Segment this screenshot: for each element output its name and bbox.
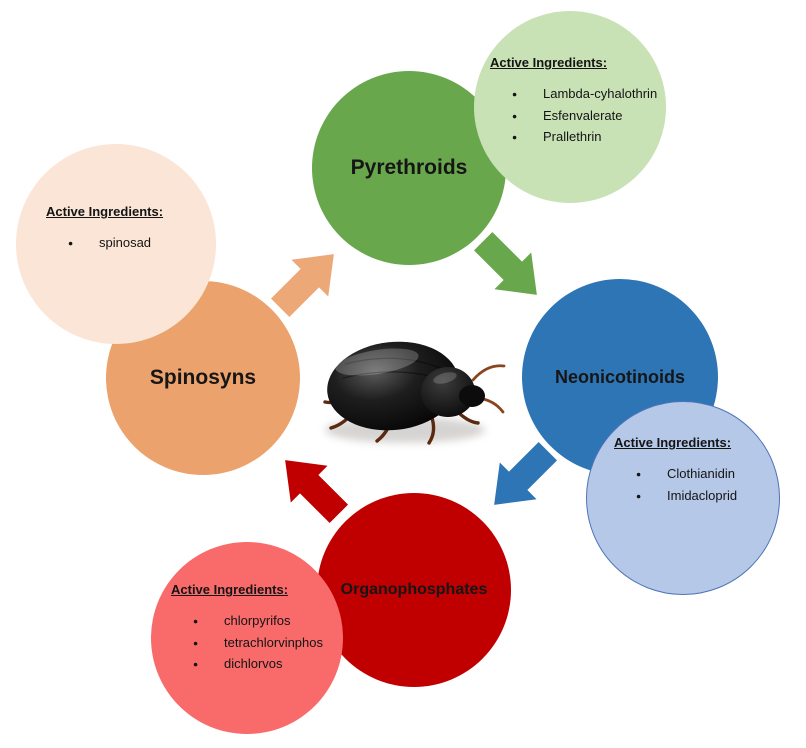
ingredient-item: chlorpyrifos <box>193 610 335 632</box>
arrow-pyrethroids-to-neonicotinoids-icon <box>465 223 556 314</box>
satellite-pyrethroids-ingredients: Active Ingredients: Lambda-cyhalothrin E… <box>474 11 666 203</box>
node-spinosyns-label: Spinosyns <box>149 366 257 389</box>
ingredient-item: spinosad <box>68 232 208 254</box>
ingredient-list: Lambda-cyhalothrin Esfenvalerate Prallet… <box>512 83 658 148</box>
ingredient-item: Lambda-cyhalothrin <box>512 83 658 105</box>
node-pyrethroids: Pyrethroids <box>312 71 506 265</box>
arrow-organophosphates-to-spinosyns-icon <box>267 442 358 533</box>
ingredient-item: Clothianidin <box>636 463 771 485</box>
ingredient-list: chlorpyrifos tetrachlorvinphos dichlorvo… <box>193 610 335 675</box>
satellite-neonicotinoids-ingredients: Active Ingredients: Clothianidin Imidacl… <box>586 401 780 595</box>
satellite-organophosphates-ingredients: Active Ingredients: chlorpyrifos tetrach… <box>151 542 343 734</box>
ingredient-list: Clothianidin Imidacloprid <box>636 463 771 507</box>
node-neonicotinoids-label: Neonicotinoids <box>555 366 685 387</box>
ingredient-item: tetrachlorvinphos <box>193 632 335 653</box>
ingredient-item: Prallethrin <box>512 126 658 148</box>
node-pyrethroids-label: Pyrethroids <box>350 156 468 179</box>
satellite-heading: Active Ingredients: <box>46 204 164 219</box>
node-organophosphates-label: Organophosphates <box>340 581 488 598</box>
ingredient-item: Imidacloprid <box>636 485 771 506</box>
beetle-image <box>305 312 510 454</box>
arrow-spinosyns-to-pyrethroids-icon <box>262 236 353 327</box>
satellite-heading: Active Ingredients: <box>614 435 732 450</box>
satellite-heading: Active Ingredients: <box>490 55 608 70</box>
satellite-spinosyns-ingredients: Active Ingredients: spinosad <box>16 144 216 344</box>
node-organophosphates: Organophosphates <box>317 493 511 687</box>
ingredient-list: spinosad <box>68 232 208 254</box>
ingredient-item: Esfenvalerate <box>512 105 658 126</box>
satellite-heading: Active Ingredients: <box>171 582 289 597</box>
ingredient-item: dichlorvos <box>193 653 335 675</box>
arrow-neonicotinoids-to-organophosphates-icon <box>476 433 567 524</box>
